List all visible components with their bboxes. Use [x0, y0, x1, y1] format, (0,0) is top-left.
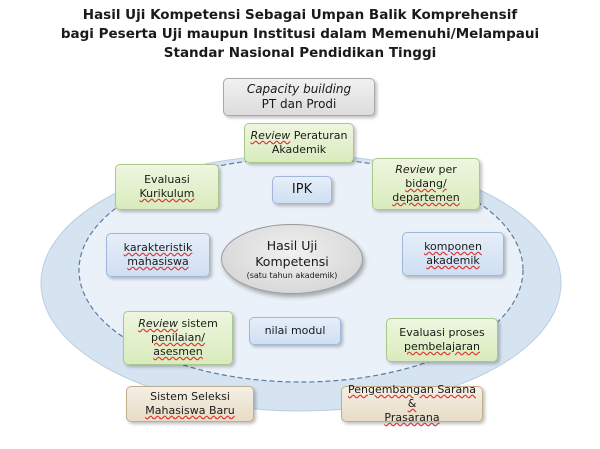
komponen-akademik-box: komponen akademik [402, 232, 504, 276]
nilai-modul-box: nilai modul [249, 317, 341, 345]
pengembangan-sarana-box: Pengembangan Sarana & Prasarana [341, 383, 483, 424]
capacity-building-box: Capacity building PT dan Prodi [223, 78, 375, 116]
review-bidang-rest: per [434, 163, 457, 176]
review-sistem-line3: asesmen [153, 345, 203, 358]
page-title: Hasil Uji Kompetensi Sebagai Umpan Balik… [0, 6, 600, 63]
center-line-2: Kompetensi [255, 253, 329, 269]
karakteristik-line1: karakteristik [123, 241, 193, 254]
center-note: (satu tahun akademik) [246, 270, 338, 280]
review-peraturan-em: Review [250, 129, 291, 142]
review-bidang-box: Review per bidang/ departemen [372, 158, 480, 210]
review-bidang-line3: departemen [392, 191, 460, 204]
review-bidang-line2: bidang/ [405, 177, 447, 190]
seleksi-line2: Mahasiswa Baru [145, 404, 235, 417]
evaluasi-proses-box: Evaluasi proses pembelajaran [386, 318, 498, 362]
evaluasi-proses-line1: Evaluasi proses [399, 326, 485, 339]
hasil-uji-kompetensi-node: Hasil Uji Kompetensi (satu tahun akademi… [221, 224, 363, 294]
evaluasi-kurikulum-line1: Evaluasi [144, 173, 190, 186]
ipk-label: IPK [291, 182, 313, 197]
sarana-line2: Prasarana [384, 411, 440, 424]
evaluasi-kurikulum-line2: Kurikulum [139, 187, 195, 200]
karakteristik-line2: mahasiswa [127, 255, 189, 268]
nilai-modul-label: nilai modul [264, 324, 326, 337]
seleksi-line1: Sistem Seleksi [150, 390, 230, 403]
komponen-line1: komponen [424, 240, 482, 253]
review-sistem-line2: penilaian/ [150, 331, 206, 344]
pt-prodi-label: PT dan Prodi [261, 97, 337, 111]
title-line-1: Hasil Uji Kompetensi Sebagai Umpan Balik… [82, 7, 518, 23]
review-bidang-em: Review [395, 163, 435, 176]
review-sistem-box: Review sistem penilaian/ asesmen [123, 311, 233, 365]
review-peraturan-line2: Akademik [271, 143, 327, 156]
review-sistem-em: Review [138, 317, 178, 330]
title-line-3: Standar Nasional Pendidikan Tinggi [163, 45, 437, 61]
sistem-seleksi-box: Sistem Seleksi Mahasiswa Baru [126, 386, 254, 422]
review-sistem-rest: sistem [177, 317, 218, 330]
review-peraturan-box: Review Peraturan Akademik [244, 123, 354, 163]
center-line-1: Hasil Uji [266, 237, 318, 253]
sarana-line1: Pengembangan Sarana & [347, 383, 477, 410]
evaluasi-proses-line2: pembelajaran [403, 340, 481, 353]
title-line-2: bagi Peserta Uji maupun Institusi dalam … [60, 26, 540, 42]
evaluasi-kurikulum-box: Evaluasi Kurikulum [115, 164, 219, 210]
capacity-building-label: Capacity building [246, 82, 352, 96]
karakteristik-box: karakteristik mahasiswa [106, 233, 210, 277]
ipk-box: IPK [272, 176, 332, 204]
komponen-line2: akademik [426, 254, 480, 267]
review-peraturan-rest: Peraturan [290, 129, 348, 142]
